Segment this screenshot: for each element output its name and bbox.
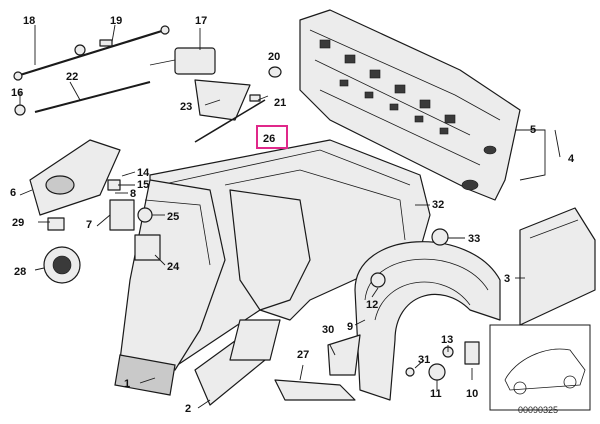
leader-lines [19,24,561,409]
fuel-flap [29,139,121,216]
callout-15: 15 [137,179,149,191]
callout-27: 27 [297,349,309,361]
rear-panel [299,9,521,201]
side-skin [519,207,596,326]
callout-7: 7 [86,219,92,231]
callout-33: 33 [468,233,480,245]
callout-labels: 18 19 17 20 22 16 21 23 26 5 4 14 15 8 6… [10,15,575,415]
callout-28: 28 [14,266,26,278]
callout-2: 2 [185,403,191,415]
car-thumbnail [489,324,591,411]
callout-18: 18 [23,15,35,27]
callout-12: 12 [366,299,378,311]
callout-5: 5 [530,124,536,136]
actuator [149,47,251,121]
callout-4: 4 [568,153,575,165]
cables [13,25,266,143]
callout-16: 16 [11,87,23,99]
highlight-box [256,125,288,149]
callout-25: 25 [167,211,179,223]
callout-11: 11 [430,388,442,400]
side-panel [114,139,431,406]
callout-3: 3 [504,273,510,285]
callout-9: 9 [347,321,353,333]
callout-6: 6 [10,187,16,199]
callout-29: 29 [12,217,24,229]
callout-14: 14 [137,167,150,179]
callout-24: 24 [167,261,180,273]
callout-17: 17 [195,15,207,27]
callout-21: 21 [274,97,286,109]
callout-22: 22 [66,71,78,83]
callout-20: 20 [268,51,280,63]
callout-32: 32 [432,199,444,211]
callout-30: 30 [322,324,334,336]
callout-31: 31 [418,354,430,366]
callout-26: 26 [263,133,275,145]
callout-19: 19 [110,15,122,27]
callout-23: 23 [180,101,192,113]
reference-code: 00090325 [518,405,558,415]
callout-10: 10 [466,388,478,400]
callout-1: 1 [124,378,130,390]
callout-8: 8 [130,188,136,200]
callout-13: 13 [441,334,453,346]
small-parts [14,66,480,401]
wheel-arch-liner [354,241,501,401]
